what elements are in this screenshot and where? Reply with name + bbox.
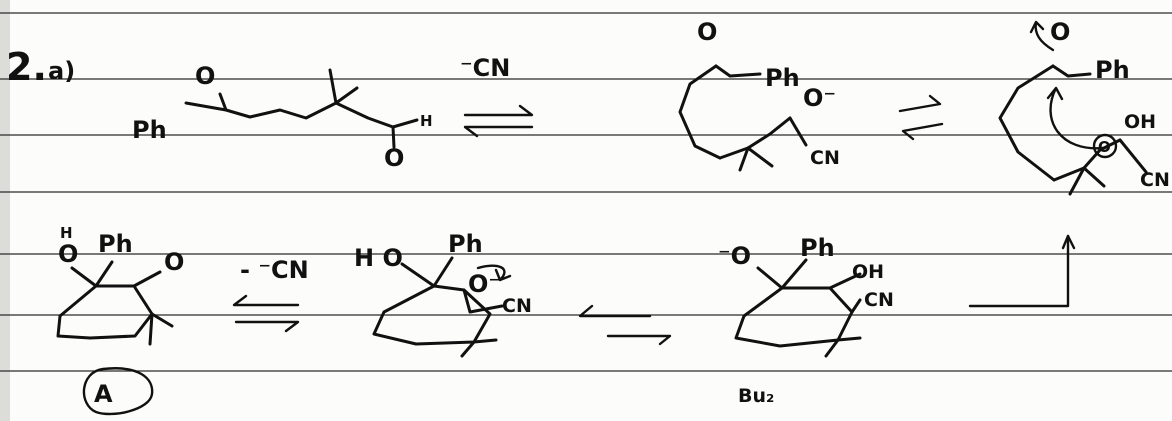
int3-oh-label: OH xyxy=(852,261,884,283)
equilibrium-arrow-1: ⁻CN xyxy=(460,54,534,138)
product-A: H O Ph O A xyxy=(56,224,184,416)
substrate-ketone-o: O xyxy=(195,62,215,90)
int3-substituent-bond xyxy=(756,258,808,290)
int3-methyl-bond xyxy=(824,338,840,358)
substrate-aldehyde-o: O xyxy=(384,144,404,172)
forward-arrow xyxy=(463,104,534,117)
int1-ph-label: Ph xyxy=(765,64,800,92)
substrate-carbonyl-bond xyxy=(391,125,396,149)
int1-methyl-bond xyxy=(746,146,774,168)
productA-ring xyxy=(56,284,154,340)
substrate-chain-bond xyxy=(184,101,419,129)
int2-pushing-arrow xyxy=(1029,20,1055,52)
int4-methyl-bond xyxy=(460,340,476,358)
int2-methyl-bond xyxy=(1082,166,1106,188)
productA-h-label: H xyxy=(60,224,73,242)
page-margin-strip xyxy=(0,0,10,421)
int4-o-minus-label: O⁻ xyxy=(468,270,501,298)
int4-ring xyxy=(372,284,492,346)
intermediate-4: H O Ph O⁻ CN xyxy=(354,230,532,358)
int2-oh-label: OH xyxy=(1124,111,1156,133)
substrate-methyl-bond xyxy=(334,86,359,105)
connector-path xyxy=(968,234,1070,308)
connector-arrowhead xyxy=(1061,234,1076,250)
int1-carbonyl-bond xyxy=(714,64,762,78)
int3-ring xyxy=(734,286,854,348)
int2-cn-bond xyxy=(1118,138,1148,174)
ruled-lines xyxy=(0,12,1172,372)
int3-cn-label: CN xyxy=(864,289,894,311)
int3-methyl-bond xyxy=(836,336,862,342)
int4-methyl-bond xyxy=(472,338,498,344)
productA-carbonyl-bond xyxy=(132,270,162,288)
productA-methyl-bond xyxy=(148,312,154,346)
int4-cn-label: CN xyxy=(502,295,532,317)
int3-oh-bond xyxy=(828,272,862,290)
int2-alkoxide-circle xyxy=(1092,133,1118,159)
reverse-arrow xyxy=(901,122,944,141)
int1-cn-label: CN xyxy=(810,147,840,169)
productA-label: A xyxy=(94,380,113,408)
next-part-note: Bu₂ xyxy=(738,385,774,407)
int2-chain-bond xyxy=(1052,138,1122,182)
int1-o-label: O xyxy=(697,18,717,46)
intermediate-2: O O Ph OH CN xyxy=(998,18,1170,196)
int1-chain-bond xyxy=(678,64,722,160)
intermediate-3: ⁻O Ph OH CN xyxy=(718,234,894,358)
substrate-ph-label: Ph xyxy=(132,116,167,144)
cyanide-loss-label: - ⁻CN xyxy=(240,256,309,284)
reverse-arrow xyxy=(234,320,300,333)
int4-ph-label: Ph xyxy=(448,230,483,258)
int4-pushing-arrow xyxy=(476,264,512,282)
int4-ho-label: H O xyxy=(354,244,403,272)
productA-ketone-o: O xyxy=(164,248,184,276)
int3-o-minus-label: ⁻O xyxy=(718,242,751,270)
intermediate-1: O Ph O⁻ CN xyxy=(678,18,840,172)
substrate-carbonyl-bond xyxy=(218,92,228,112)
reverse-arrow xyxy=(463,125,534,138)
int1-methyl-bond xyxy=(738,146,750,172)
int2-chain-bond xyxy=(998,64,1056,182)
int2-circled-o: O xyxy=(1098,138,1111,156)
int3-ph-label: Ph xyxy=(800,234,835,262)
row-connector-arrow xyxy=(968,234,1076,308)
productA-o-label: O xyxy=(58,240,78,268)
productA-ph-label: Ph xyxy=(98,230,133,258)
int2-carbonyl-bond xyxy=(1051,64,1092,78)
int2-methyl-bond xyxy=(1068,166,1086,196)
forward-arrow xyxy=(578,304,652,318)
int2-o-label: O xyxy=(1050,18,1070,46)
int4-substituent-bond xyxy=(400,256,454,288)
int2-cn-label: CN xyxy=(1140,169,1170,191)
equilibrium-arrow-4 xyxy=(578,304,672,346)
int2-attack-arrow xyxy=(1046,86,1106,150)
productA-circle xyxy=(82,367,154,416)
int1-chain-bond xyxy=(718,116,792,160)
equilibrium-arrow-3: - ⁻CN xyxy=(232,256,309,333)
problem-number: 2. xyxy=(6,45,47,89)
equilibrium-arrow-2 xyxy=(898,94,944,141)
substrate-methyl-bond xyxy=(328,68,338,105)
int2-ph-label: Ph xyxy=(1095,56,1130,84)
forward-arrow xyxy=(232,294,300,307)
substrate-molecule: O O Ph H xyxy=(132,62,433,172)
int1-cn-bond xyxy=(788,116,808,147)
problem-part: a) xyxy=(48,57,75,85)
cyanide-reagent-label: ⁻CN xyxy=(460,54,510,82)
forward-arrow xyxy=(898,94,942,113)
int4-cn-bond xyxy=(462,288,504,314)
substrate-h-label: H xyxy=(420,112,433,130)
int1-o-minus-label: O⁻ xyxy=(803,84,836,112)
reverse-arrow xyxy=(606,334,672,346)
productA-methyl-bond xyxy=(150,312,174,328)
int3-cn-bond xyxy=(850,298,862,314)
